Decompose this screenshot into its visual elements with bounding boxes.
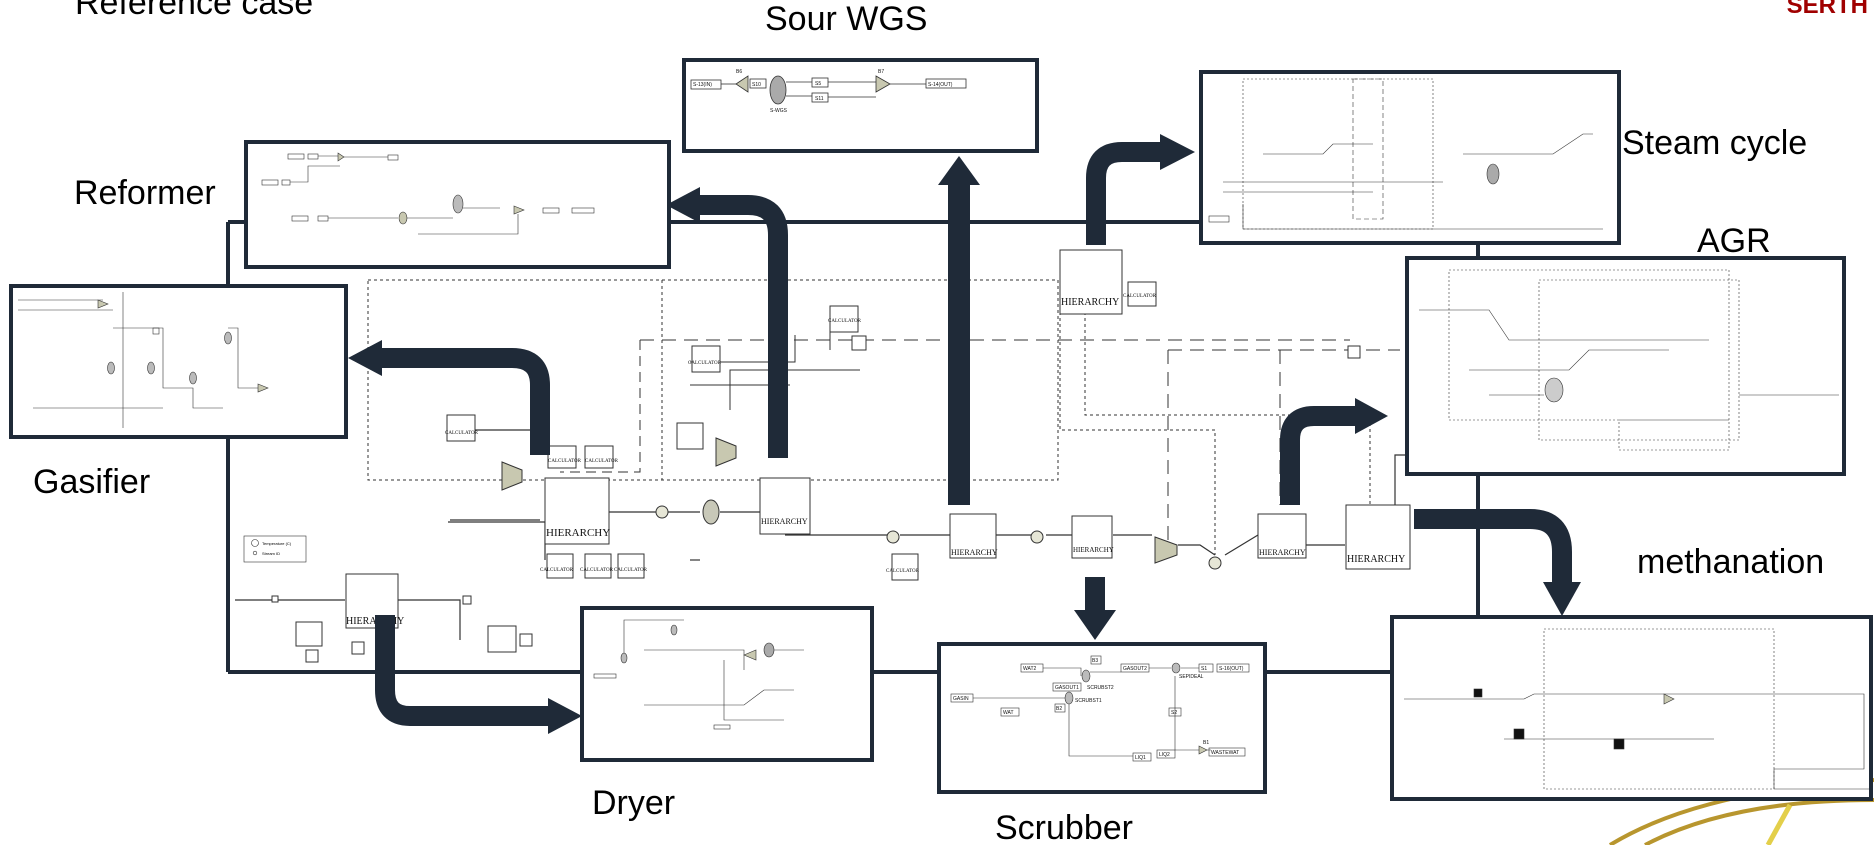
calculator-blocks [272,282,1360,662]
stream-label: SCRUBST1 [1075,698,1102,704]
stream-label: SCRUBST2 [1087,685,1114,691]
stream-label: S2 [1171,710,1177,716]
stream-label: WASTEWAT [1211,750,1239,756]
hierarchy-label: HIERARCHY [1061,297,1119,308]
stream-label: GASIN [953,696,969,702]
arrow-to-reformer [700,205,778,458]
methanation-flowsheet [1394,619,1869,797]
hierarchy-label: HIERARCHY [1259,548,1306,557]
stream-label: S-14(OUT) [928,82,953,88]
arrow-to-methanation [1414,519,1562,585]
stream-label: LIQ2 [1159,752,1170,758]
sour-wgs-flowsheet: S-13(IN) B6 S10 S-WGS S5 S11 B7 S-14(OUT… [686,62,1035,149]
agr-flowsheet [1409,260,1842,472]
gasifier-label: Gasifier [33,465,150,499]
stream-label: WAT [1003,710,1014,716]
stream-label: S11 [815,96,824,102]
steam-cycle-panel[interactable] [1199,70,1621,245]
arrow-to-steam-cycle-head [1160,134,1195,170]
stream-label: S-13(IN) [693,82,712,88]
hierarchy-label: HIERARCHY [951,548,998,557]
calculator-label: CALCULATOR [688,361,722,366]
gasifier-flowsheet [13,288,344,435]
arrow-to-steam-cycle [1096,152,1160,245]
reformer-panel[interactable] [244,140,671,269]
stream-label: GASOUT1 [1055,685,1079,691]
arrow-to-agr [1290,416,1355,505]
hierarchy-label: HIERARCHY [761,517,808,526]
agr-panel[interactable] [1405,256,1846,476]
reformer-label: Reformer [74,176,216,210]
calculator-label: CALCULATOR [828,319,862,324]
calculator-label: CALCULATOR [614,568,648,573]
methanation-label: methanation [1637,545,1824,579]
agr-label: AGR [1697,224,1771,258]
stream-label: B3 [1092,658,1098,664]
stream-label: B1 [1203,740,1209,746]
arrow-to-dryer-head [548,698,582,734]
block-label: S-WGS [770,108,788,114]
block-label: B6 [736,69,742,75]
gasifier-panel[interactable] [9,284,348,439]
hierarchy-label: HIERARCHY [546,527,610,539]
stream-label: WAT2 [1023,666,1037,672]
calculator-label: CALCULATOR [580,568,614,573]
dryer-label: Dryer [592,786,675,820]
stream-label: SEPIDEAL [1179,674,1204,680]
arrow-to-scrubber-head [1074,610,1116,640]
stream-label: B2 [1056,706,1062,712]
legend-stream: Stream ID [262,551,280,556]
sour-wgs-panel[interactable]: S-13(IN) B6 S10 S-WGS S5 S11 B7 S-14(OUT… [682,58,1039,153]
dryer-flowsheet [584,610,870,758]
arrow-to-methanation-head [1543,582,1581,616]
arrow-to-dryer [385,615,548,716]
reformer-flowsheet [248,144,667,265]
stream-label: S-16(OUT) [1219,666,1244,672]
calculator-label: CALCULATOR [548,459,582,464]
sour-wgs-label: Sour WGS [765,2,927,36]
hierarchy-label: HIERARCHY [1073,546,1114,554]
arrow-to-gasifier-head [348,340,382,376]
arrow-to-agr-head [1355,398,1388,434]
stream-label: LIQ1 [1135,755,1146,761]
arrow-to-sour-wgs-head [938,156,980,185]
calculator-label: CALCULATOR [886,569,920,574]
scrubber-panel[interactable]: WAT2 B3 GASOUT2 S1 S-16(OUT) GASOUT1 SCR… [937,642,1267,794]
scrubber-label: Scrubber [995,811,1133,845]
scrubber-flowsheet: WAT2 B3 GASOUT2 S1 S-16(OUT) GASOUT1 SCR… [941,646,1263,790]
arrow-to-reformer-head [666,187,700,223]
hierarchy-label: HIERARCHY [1347,554,1405,565]
calculator-label: CALCULATOR [1123,294,1157,299]
methanation-panel[interactable] [1390,615,1873,801]
calculator-label: CALCULATOR [540,568,574,573]
calculator-label: CALCULATOR [585,459,619,464]
steam-cycle-label: Steam cycle [1622,126,1807,160]
stream-label: GASOUT2 [1123,666,1147,672]
stream-label: S1 [1201,666,1207,672]
stream-label: S10 [752,82,761,88]
legend-box: Temperature (C) Stream ID [244,536,306,562]
calculator-label: CALCULATOR [445,431,479,436]
stream-label: S5 [815,81,821,87]
dryer-panel[interactable] [580,606,874,762]
control-lines [368,280,1400,555]
block-label: B7 [878,69,884,75]
legend-temperature: Temperature (C) [262,541,292,546]
steam-cycle-flowsheet [1203,74,1617,241]
block-labels: HIERARCHY HIERARCHY HIERARCHY HIERARCHY … [346,294,1405,627]
